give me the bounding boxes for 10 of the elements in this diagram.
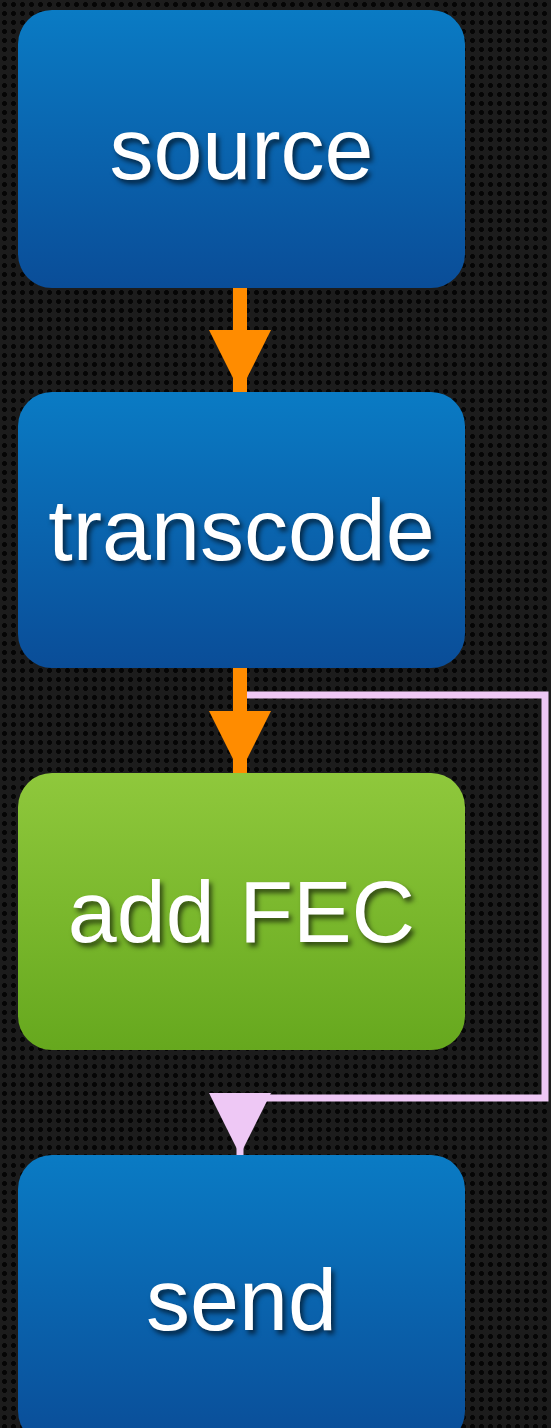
process-box bbox=[18, 392, 465, 668]
box-label: add FEC bbox=[67, 867, 416, 956]
process-box bbox=[18, 10, 465, 288]
arrow bbox=[209, 668, 271, 773]
box-label: send bbox=[146, 1256, 337, 1344]
process-box bbox=[18, 1155, 465, 1428]
arrow bbox=[209, 288, 271, 392]
box-label: transcode bbox=[48, 486, 435, 574]
process-box bbox=[18, 773, 465, 1050]
box-label: source bbox=[109, 105, 374, 193]
